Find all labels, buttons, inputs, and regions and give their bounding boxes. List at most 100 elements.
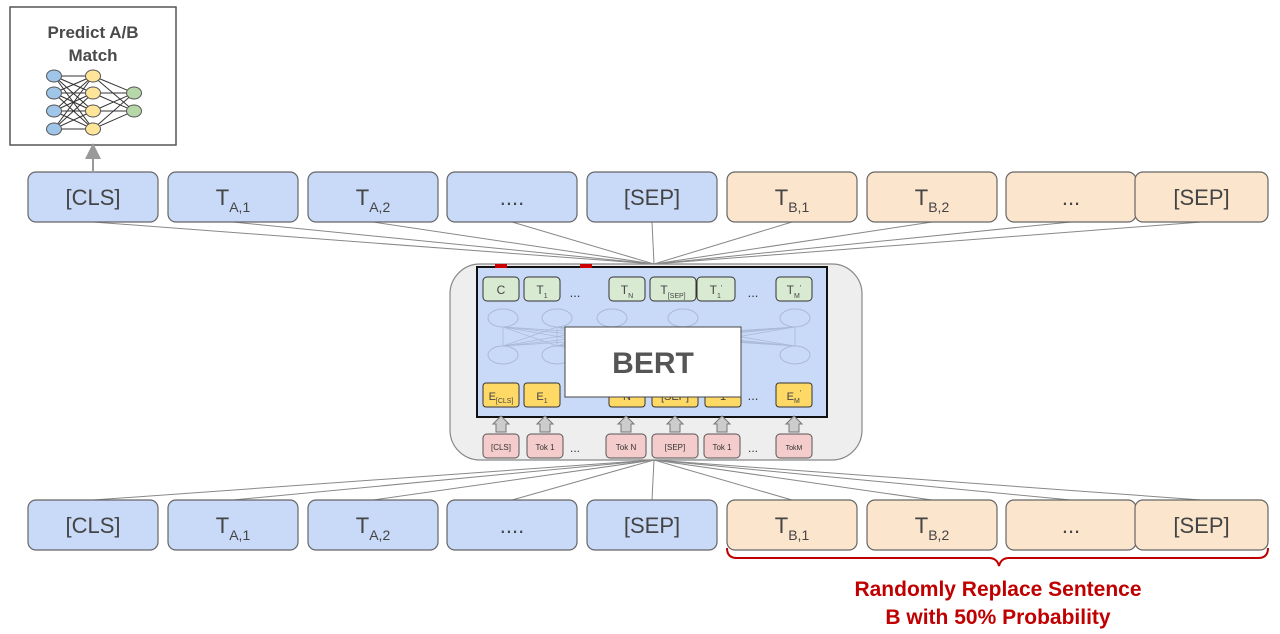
token-box-bg (446, 499, 578, 551)
nn-node (46, 122, 62, 136)
input-ellipsis: ... (570, 441, 580, 455)
token-label-sub: A,1 (229, 199, 250, 215)
token-box-top_tokens-0: [CLS] (27, 171, 159, 223)
top-fan-line (232, 221, 655, 265)
token-box-bg (1134, 499, 1269, 551)
input-label: TokM (786, 445, 803, 452)
token-label-sub: B,2 (928, 199, 949, 215)
bottom-connection-lines (92, 459, 1202, 501)
token-label-main: T (356, 513, 369, 538)
token-label: TB,2 (915, 185, 950, 215)
output-box-bg (482, 276, 520, 302)
output-ellipsis: ... (570, 285, 581, 300)
nn-node (46, 104, 62, 118)
output-label-main: T (621, 283, 629, 297)
token-box-top_tokens-1: TA,1 (167, 171, 299, 223)
nn-node (85, 69, 101, 83)
token-label-sub: A,2 (369, 527, 390, 543)
up-arrow-icon (665, 415, 685, 433)
embedding-label-main: E (787, 391, 794, 403)
annotation-line2: B with 50% Probability (885, 606, 1111, 629)
bottom-fan-line (232, 459, 655, 501)
token-label: TB,1 (775, 513, 810, 543)
embedding-label-sub: [CLS] (496, 398, 514, 405)
nn-edge (92, 92, 135, 130)
token-label-main: ... (1062, 513, 1080, 538)
token-label: [CLS] (65, 185, 120, 210)
token-label: TB,2 (915, 513, 950, 543)
nn-node (85, 86, 101, 100)
input-box-bg (775, 433, 813, 459)
token-box-bottom_tokens-3: .... (446, 499, 578, 551)
up-arrow-icon (712, 415, 732, 433)
embedding-box-0: E[CLS] (482, 382, 520, 408)
input-box-bg (605, 433, 647, 459)
top-fan-line (653, 221, 933, 265)
output-label-sub: 1 (544, 293, 548, 300)
token-label-sub: B,1 (788, 199, 809, 215)
token-label-main: .... (500, 513, 524, 538)
nn-edge (53, 92, 94, 130)
token-box-bg (307, 499, 439, 551)
token-label: .... (500, 513, 524, 538)
output-label-sub: [SEP] (668, 293, 686, 300)
embedding-box-bg (775, 382, 813, 408)
top-fan-line (92, 221, 655, 265)
embedding-label: E[CLS] (489, 391, 514, 405)
output-box-bg (649, 276, 697, 302)
output-label-main: T (787, 283, 795, 297)
output-box-bg (696, 276, 736, 302)
token-box-top_tokens-5: TB,1 (726, 171, 858, 223)
neural-network-icon (46, 69, 142, 136)
bottom-fan-line (511, 459, 655, 501)
bert-input-arrows (491, 415, 804, 433)
token-label-main: [CLS] (65, 185, 120, 210)
token-label: TB,1 (775, 185, 810, 215)
token-label: TA,1 (216, 185, 251, 215)
top-fan-line (511, 221, 655, 265)
token-label-sub: A,2 (369, 199, 390, 215)
token-label: [SEP] (624, 185, 680, 210)
token-label-sub: B,2 (928, 527, 949, 543)
top-fan-line (653, 221, 1202, 265)
output-label-main: T (536, 283, 544, 297)
input-box-bg (526, 433, 564, 459)
token-label: [SEP] (1173, 185, 1229, 210)
token-label-sub: B,1 (788, 527, 809, 543)
mesh-edge (502, 326, 558, 347)
bottom-fan-line (653, 459, 1072, 501)
input-box-1: Tok 1 (526, 433, 564, 459)
embedding-box-6: EM’ (775, 382, 813, 408)
input-box-3: Tok N (605, 433, 647, 459)
output-box-bg (523, 276, 561, 302)
token-box-bg (27, 171, 159, 223)
embedding-label: EM’ (787, 390, 802, 405)
classifier-box: Predict A/B Match (9, 6, 177, 146)
up-arrow-icon (491, 415, 511, 433)
token-box-bottom_tokens-6: TB,2 (866, 499, 998, 551)
output-label: TM’ (787, 283, 802, 300)
top-fan-line (372, 221, 655, 265)
embedding-label-sub: 1 (544, 398, 548, 405)
bert-input-row: [CLS]Tok 1...Tok N[SEP]Tok 1...TokM (482, 433, 813, 459)
input-box-bg (703, 433, 741, 459)
token-box-bottom_tokens-7: ... (1005, 499, 1137, 551)
bottom-fan-line (92, 459, 655, 501)
embedding-box-bg (482, 382, 520, 408)
output-label: T1 (536, 283, 547, 300)
nn-edge (53, 75, 94, 112)
token-label: ... (1062, 185, 1080, 210)
token-label: [SEP] (624, 513, 680, 538)
output-label-main: T (710, 283, 718, 297)
output-box-3: TN (608, 276, 646, 302)
token-label-main: [SEP] (624, 513, 680, 538)
top-fan-line (653, 221, 1072, 265)
up-arrow-icon (535, 415, 555, 433)
input-box-7: TokM (775, 433, 813, 459)
nn-edge (53, 75, 94, 130)
embedding-label-sup: ’ (800, 390, 802, 397)
token-label-main: T (216, 185, 229, 210)
token-box-bottom_tokens-2: TA,2 (307, 499, 439, 551)
input-ellipsis: ... (748, 441, 758, 455)
token-box-bg (866, 171, 998, 223)
